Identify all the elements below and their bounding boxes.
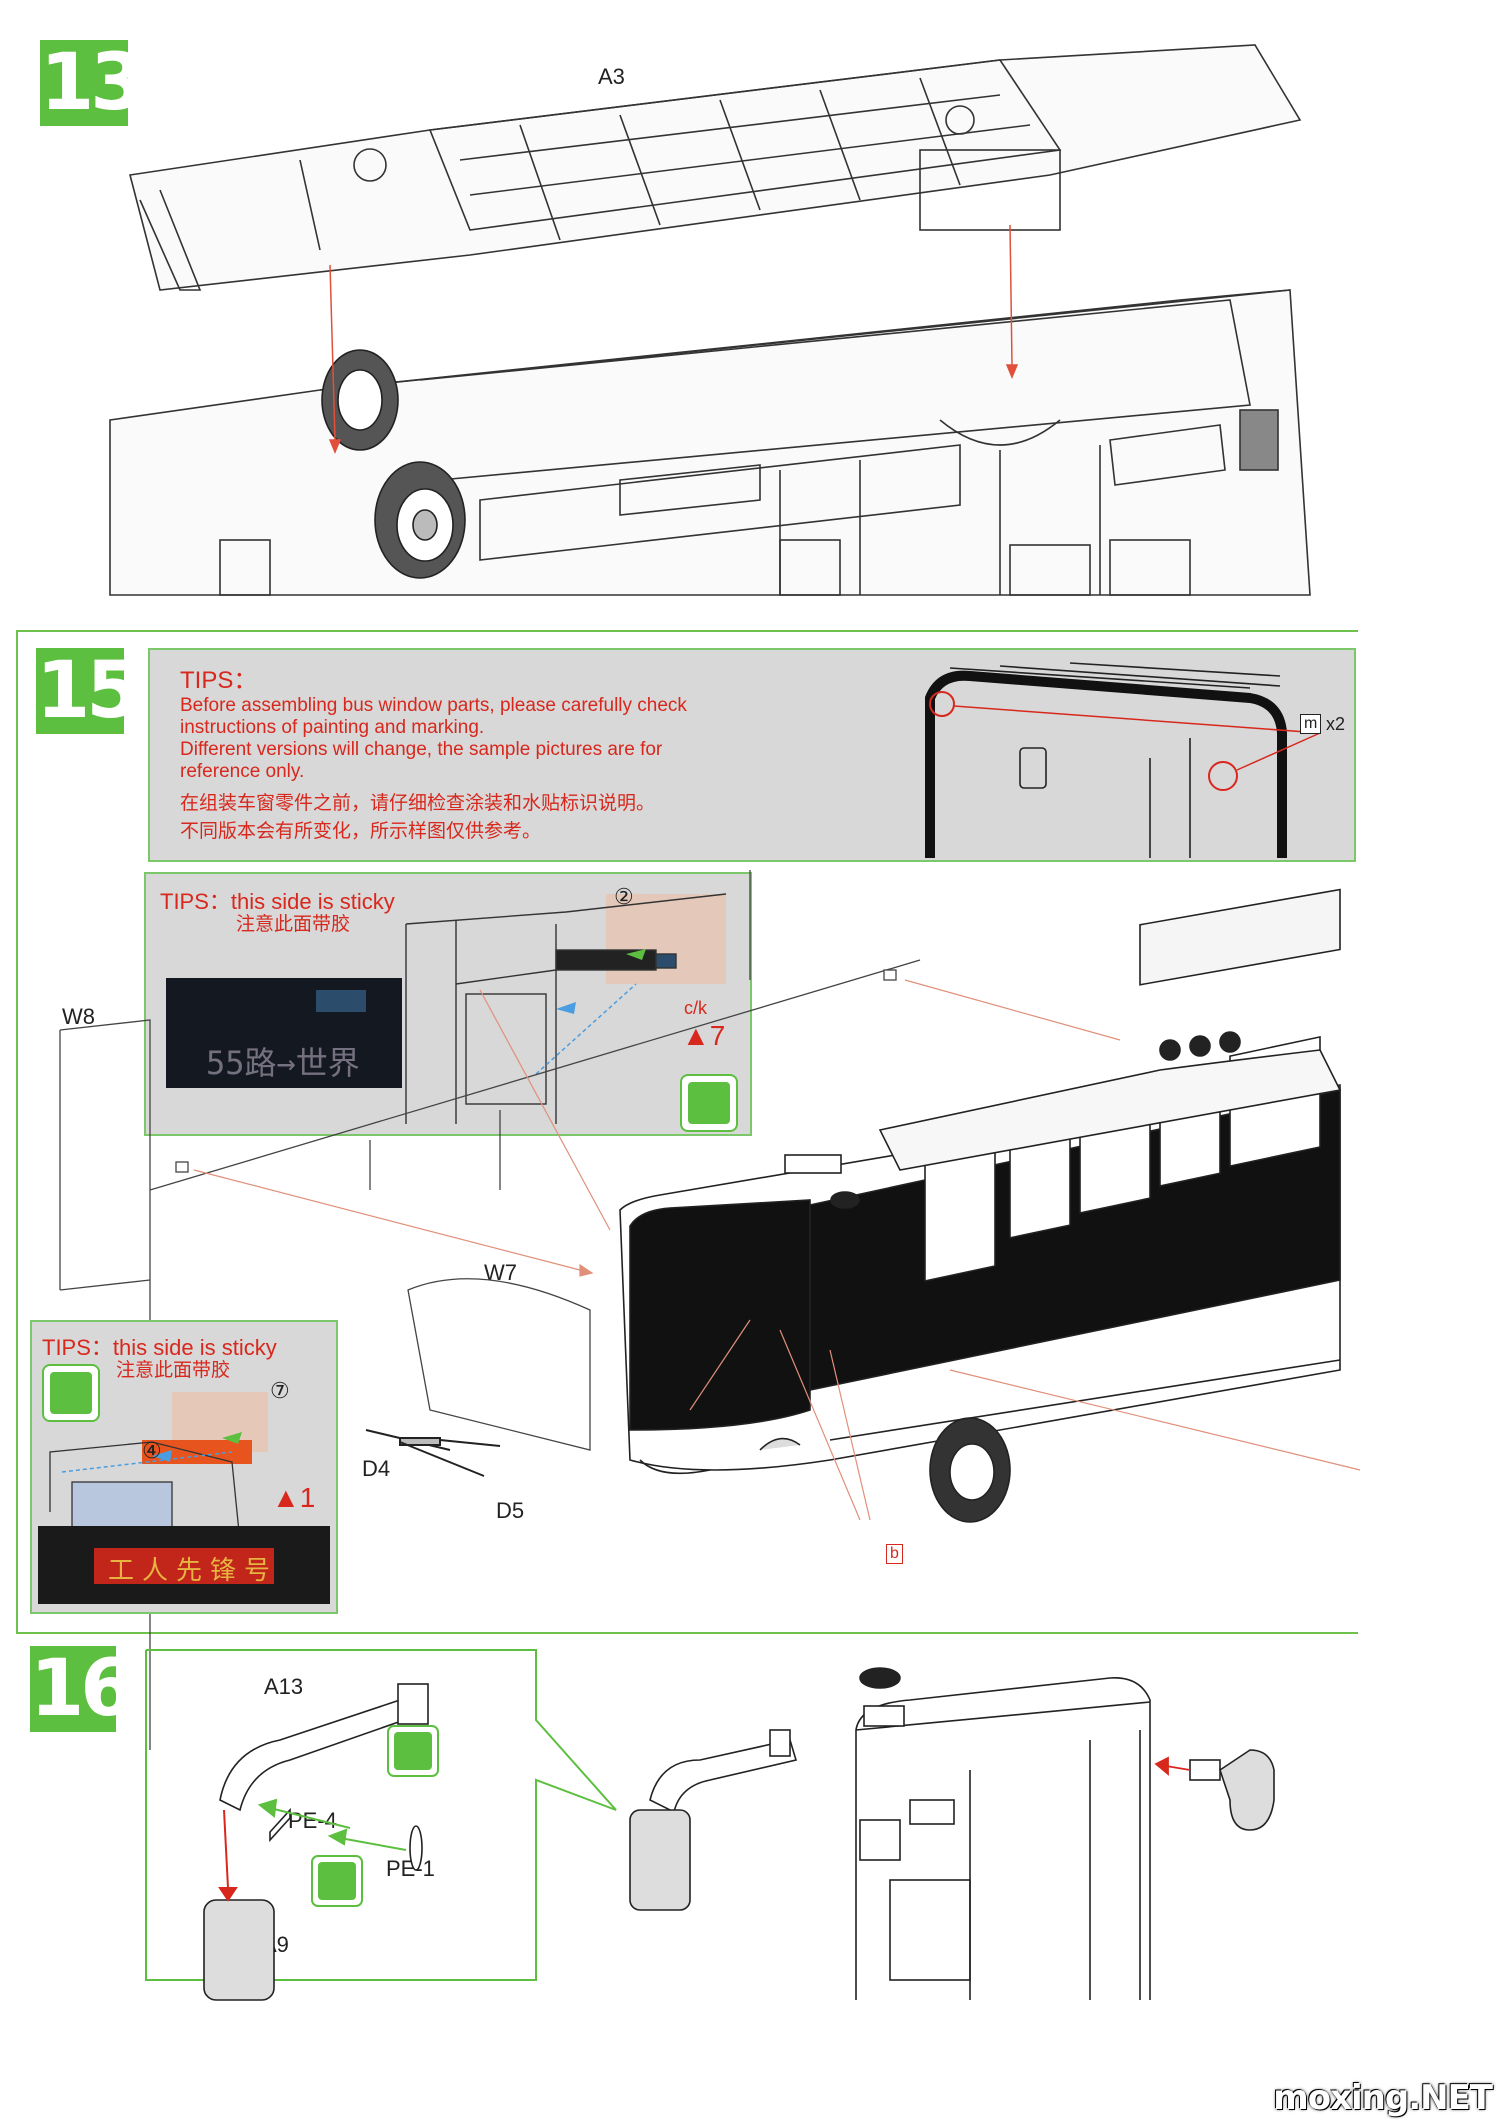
sticky-left-circle-4: ④ [142, 1438, 162, 1463]
part-label-d5: D5 [496, 1498, 525, 1523]
sticky-top-ck: c/k [684, 998, 708, 1018]
tips-main-cn1: 在组装车窗零件之前，请仔细检查涂装和水贴标识说明。 [180, 792, 656, 814]
tips-main-line4: reference only. [180, 761, 305, 782]
lcd-destination-text: 55路→世界 [206, 1044, 360, 1082]
tape-sticky-icon-left [42, 1364, 100, 1422]
tips-sticky-left-box: TIPS：this side is sticky 注意此面带胶 ⑦ ④ ▲1 工… [30, 1320, 338, 1614]
m-tag: m [1300, 714, 1322, 734]
watermark: moxing.NET [1273, 2078, 1493, 2118]
m-quantity: x2 [1326, 714, 1346, 734]
step-13-number: 13 [40, 38, 145, 128]
step-15-frame [16, 630, 1358, 1634]
tips-sticky-left-title: TIPS：this side is sticky [42, 1335, 277, 1360]
led-destination-text: 工人先锋号 [108, 1556, 279, 1586]
tips-main-title: TIPS： [180, 667, 258, 694]
mirror-assembly-illustration [203, 1683, 439, 2001]
tips-sticky-top-box: TIPS：this side is sticky 注意此面带胶 55路→世界 ②… [144, 872, 752, 1136]
sticky-left-marker: ▲1 [272, 1482, 316, 1513]
tips-main-line1: Before assembling bus window parts, plea… [180, 695, 687, 716]
tips-main-line3: Different versions will change, the samp… [180, 739, 663, 760]
step-15-number: 15 [36, 646, 141, 736]
part-label-a3: A3 [598, 64, 625, 89]
tips-main-line2: instructions of painting and marking. [180, 717, 485, 738]
step13-chassis-illustration [109, 44, 1311, 596]
w8-window-sheet [59, 870, 1121, 1750]
bus-main-illustration [479, 888, 1361, 1523]
tips-sticky-top-title: TIPS：this side is sticky [160, 889, 395, 914]
tips-main-cn2: 不同版本会有所变化，所示样图仅供参考。 [180, 820, 542, 842]
tape-sticky-icon [680, 1074, 738, 1132]
b-tag: b [886, 1544, 903, 1564]
lcd-destination-sign: 55路→世界 [166, 978, 402, 1088]
part-label-a13: A13 [264, 1674, 304, 1699]
led-destination-sign: 工人先锋号 [38, 1526, 330, 1604]
part-label-pe4: PE-4 [288, 1808, 337, 1833]
sticky-top-circle-num: ② [614, 884, 634, 909]
windscreen-detail-illustration [925, 662, 1321, 858]
tips-main-box: TIPS： Before assembling bus window parts… [148, 648, 1356, 862]
part-label-w8: W8 [62, 1004, 95, 1029]
bus-mirror-side-illustration [855, 1667, 1275, 2000]
step-16-number: 16 [30, 1644, 135, 1734]
sticky-top-illustration [405, 893, 727, 1124]
mirror-installed-illustration [629, 1729, 798, 1911]
sticky-left-circle-7: ⑦ [270, 1378, 290, 1403]
wiper-parts [365, 1429, 501, 1477]
tips-sticky-top-cn: 注意此面带胶 [236, 913, 351, 935]
tips-sticky-left-cn: 注意此面带胶 [116, 1359, 231, 1381]
w7-windscreen-sheet [407, 1278, 591, 1451]
part-label-d4: D4 [362, 1456, 391, 1481]
